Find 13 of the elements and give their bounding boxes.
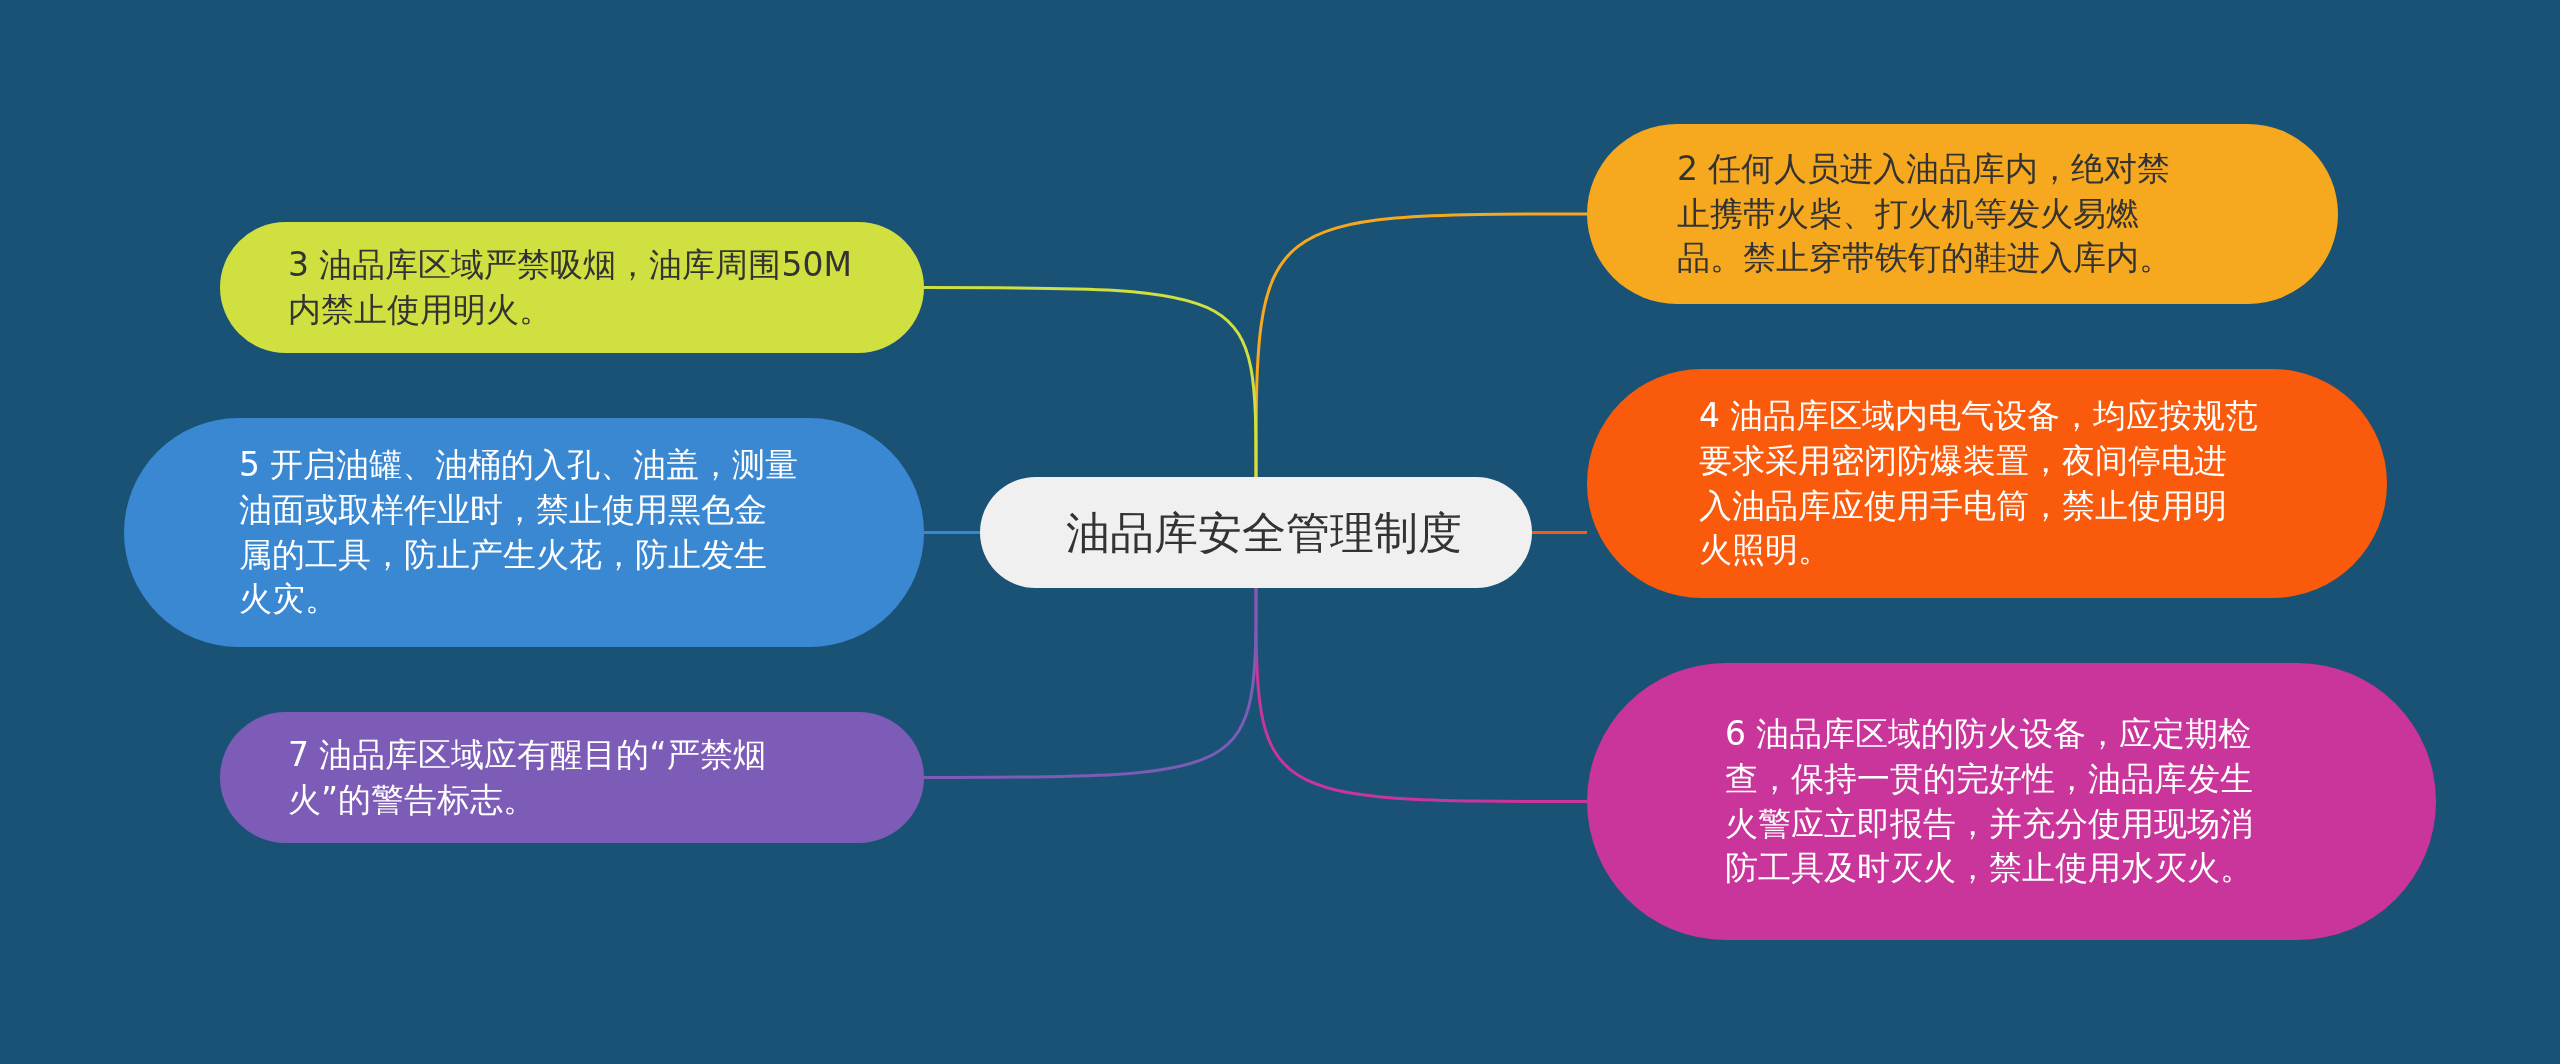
connector-line	[1254, 212, 1587, 477]
central-topic: 油品库安全管理制度	[980, 477, 1532, 588]
topic-bubble: 3 油品库区域严禁吸烟，油库周围50M内禁止使用明火。	[220, 222, 924, 353]
topic-bubble: 6 油品库区域的防火设备，应定期检查，保持一贯的完好性，油品库发生火警应立即报告，并充分使用现场消防工具及时灭火，禁止使用水灭火。	[1587, 663, 2436, 940]
topic-bubble: 5 开启油罐、油桶的入孔、油盖，测量油面或取样作业时，禁止使用黑色金属的工具，防止产生火花，防止发生火灾。	[124, 418, 924, 647]
connector-line	[924, 286, 1258, 477]
topic-bubble: 7 油品库区域应有醒目的“严禁烟火”的警告标志。	[220, 712, 924, 843]
topic-bubble: 4 油品库区域内电气设备，均应按规范要求采用密闭防爆装置，夜间停电进入油品库应使用手电筒，禁止使用明火照明。	[1587, 369, 2387, 598]
topic-bubble: 2 任何人员进入油品库内，绝对禁止携带火柴、打火机等发火易燃品。禁止穿带铁钉的鞋进入库内。	[1587, 124, 2338, 304]
connector-line	[1532, 531, 1587, 534]
connector-line	[1254, 588, 1587, 803]
connector-line	[924, 531, 980, 534]
connector-line	[924, 588, 1258, 779]
